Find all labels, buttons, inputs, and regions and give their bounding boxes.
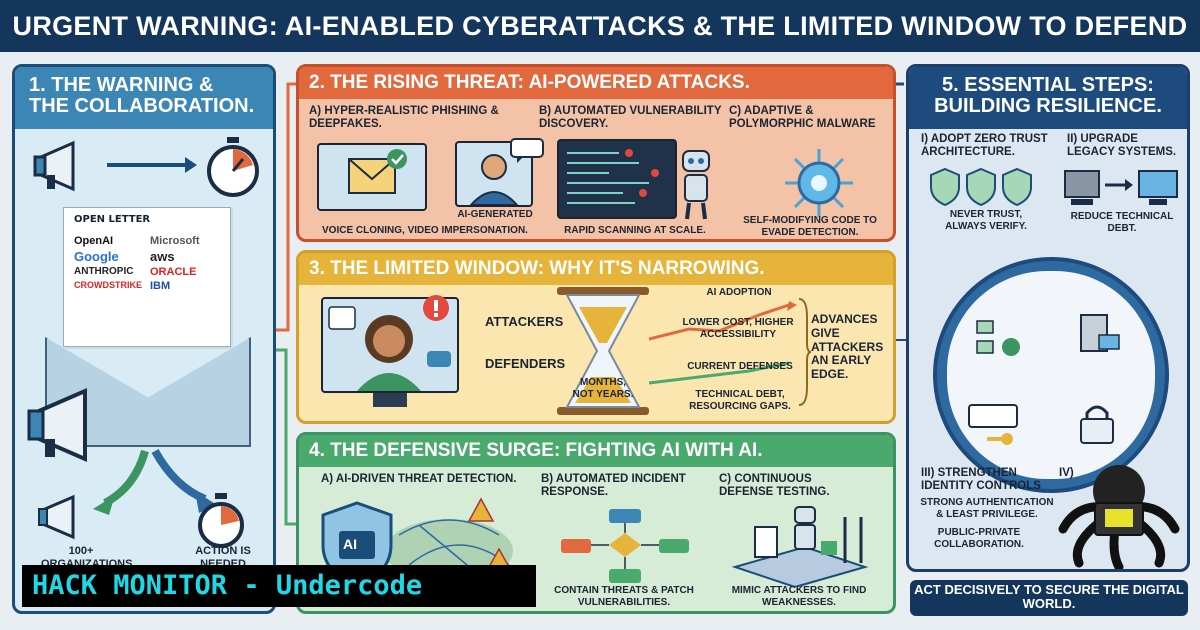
person-icon — [468, 154, 520, 206]
lock-icon — [1080, 405, 1114, 444]
logo-google: Google — [74, 249, 119, 264]
technical-debt-label: TECHNICAL DEBT, RESOURCING GAPS. — [689, 389, 791, 412]
panel3-heading: 3. THE LIMITED WINDOW: WHY IT'S NARROWIN… — [299, 253, 893, 285]
ai-adoption-label: AI ADOPTION — [706, 287, 772, 298]
vulnerability-caption: RAPID SCANNING AT SCALE. — [564, 225, 706, 236]
curved-arrows-icon — [93, 449, 217, 515]
brace-icon — [798, 298, 811, 406]
incident-response-caption: CONTAIN THREATS & PATCH VULNERABILITIES. — [554, 585, 694, 608]
title-banner: URGENT WARNING: AI-ENABLED CYBERATTACKS … — [0, 0, 1200, 52]
phishing-caption: VOICE CLONING, VIDEO IMPERSONATION. — [322, 225, 528, 236]
stopwatch-small-icon — [198, 493, 244, 548]
malware-caption: SELF-MODIFYING CODE TO EVADE DETECTION. — [743, 215, 877, 238]
testing-robot-icon — [731, 506, 869, 587]
call-to-action: ACT DECISIVELY TO SECURE THE DIGITAL WOR… — [910, 580, 1188, 616]
megaphone-large-icon — [27, 387, 87, 463]
attackers-label: ATTACKERS — [485, 314, 564, 329]
logo-oracle: ORACLE — [150, 266, 197, 278]
octopus-hacker-icon — [1058, 465, 1180, 569]
megaphone-icon — [33, 140, 75, 192]
watermark-banner: HACK MONITOR - Undercode — [22, 565, 536, 607]
resilience-wheel — [933, 257, 1169, 493]
company-logos: OpenAI Microsoft Google aws ANTHROPIC OR… — [74, 235, 220, 292]
monitor-stand — [373, 393, 407, 407]
current-defenses-label: CURRENT DEFENSES — [687, 361, 793, 372]
checklist-icon — [976, 320, 1020, 356]
megaphone-small-icon — [38, 494, 75, 540]
open-letter: OPEN LETTER OpenAI Microsoft Google aws … — [63, 207, 231, 347]
phishing-title: A) HYPER-REALISTIC PHISHING & DEEPFAKES. — [309, 105, 499, 131]
step-iv-title: IV) — [1059, 467, 1074, 479]
key-login-icon — [968, 404, 1018, 445]
woman-avatar-icon — [328, 306, 451, 391]
panel-essential-steps: 5. ESSENTIAL STEPS: BUILDING RESILIENCE.… — [906, 64, 1190, 572]
logo-anthropic: ANTHROPIC — [74, 266, 134, 277]
incident-response-title: B) AUTOMATED INCIDENT RESPONSE. — [541, 473, 686, 499]
stopwatch-icon — [207, 137, 259, 197]
logo-openai: OpenAI — [74, 235, 114, 247]
logo-aws: aws — [150, 249, 175, 264]
hourglass-icon — [557, 287, 649, 415]
server-icon — [1080, 314, 1120, 352]
legacy-caption: REDUCE TECHNICAL DEBT. — [1070, 211, 1174, 234]
defense-testing-title: C) CONTINUOUS DEFENSE TESTING. — [719, 473, 830, 499]
defenders-label: DEFENDERS — [485, 356, 566, 371]
code-scanner-screen — [557, 139, 677, 219]
panel2-heading: 2. THE RISING THREAT: AI-POWERED ATTACKS… — [299, 67, 893, 99]
identity-title: III) STRENGTHEN IDENTITY CONTROLS — [921, 467, 1041, 493]
envelope-icon — [348, 149, 407, 194]
logo-microsoft: Microsoft — [150, 235, 200, 247]
page-title: URGENT WARNING: AI-ENABLED CYBERATTACKS … — [12, 10, 1188, 41]
lower-cost-label: LOWER COST, HIGHER ACCESSIBILITY — [682, 317, 794, 340]
arrow-right-icon — [107, 157, 197, 173]
video-call-screen — [455, 141, 533, 207]
defense-testing-caption: MIMIC ATTACKERS TO FIND WEAKNESSES. — [731, 585, 867, 608]
ai-generated-badge: AI-GENERATED — [457, 209, 533, 220]
panel5-heading: 5. ESSENTIAL STEPS: BUILDING RESILIENCE. — [909, 67, 1187, 129]
flowchart-icon — [561, 509, 689, 583]
panel-warning-collaboration: 1. THE WARNING & THE COLLABORATION. OPEN… — [12, 64, 276, 614]
logo-ibm: IBM — [150, 280, 171, 292]
connector-1-4 — [276, 348, 296, 526]
shields-check-icon — [930, 167, 1032, 207]
panel-rising-threat: 2. THE RISING THREAT: AI-POWERED ATTACKS… — [296, 64, 896, 242]
trend-arrows-icon — [649, 301, 797, 385]
legacy-title: II) UPGRADE LEGACY SYSTEMS. — [1067, 133, 1177, 159]
collaboration-caption: PUBLIC-PRIVATE COLLABORATION. — [934, 527, 1024, 550]
vulnerability-title: B) AUTOMATED VULNERABILITY DISCOVERY. — [539, 105, 722, 131]
zero-trust-caption: NEVER TRUST, ALWAYS VERIFY. — [945, 209, 1027, 232]
monitor-woman — [321, 297, 459, 393]
identity-caption: STRONG AUTHENTICATION & LEAST PRIVILEGE. — [920, 497, 1054, 520]
virus-icon — [785, 149, 853, 217]
advances-label: ADVANCES GIVE ATTACKERS AN EARLY EDGE. — [811, 312, 884, 382]
robot-icon — [682, 150, 710, 220]
alert-icon — [423, 295, 449, 321]
hourglass-caption: MONTHS, NOT YEARS. — [572, 377, 634, 400]
zero-trust-title: I) ADOPT ZERO TRUST ARCHITECTURE. — [921, 133, 1048, 159]
connector-1-2 — [276, 82, 296, 332]
ai-shield-label: AI — [343, 536, 357, 552]
panel1-heading: 1. THE WARNING & THE COLLABORATION. — [15, 67, 273, 129]
malware-title: C) ADAPTIVE & POLYMORPHIC MALWARE — [729, 105, 876, 131]
code-lines-icon — [567, 149, 659, 204]
computers-upgrade-icon — [1064, 170, 1178, 205]
logo-crowdstrike: CROWDSTRIKE — [74, 280, 142, 290]
email-tablet — [317, 143, 427, 211]
threat-detection-title: A) AI-DRIVEN THREAT DETECTION. — [321, 473, 517, 485]
chat-bubble-icon — [510, 138, 544, 163]
panel4-heading: 4. THE DEFENSIVE SURGE: FIGHTING AI WITH… — [299, 435, 893, 467]
panel-limited-window: 3. THE LIMITED WINDOW: WHY IT'S NARROWIN… — [296, 250, 896, 424]
